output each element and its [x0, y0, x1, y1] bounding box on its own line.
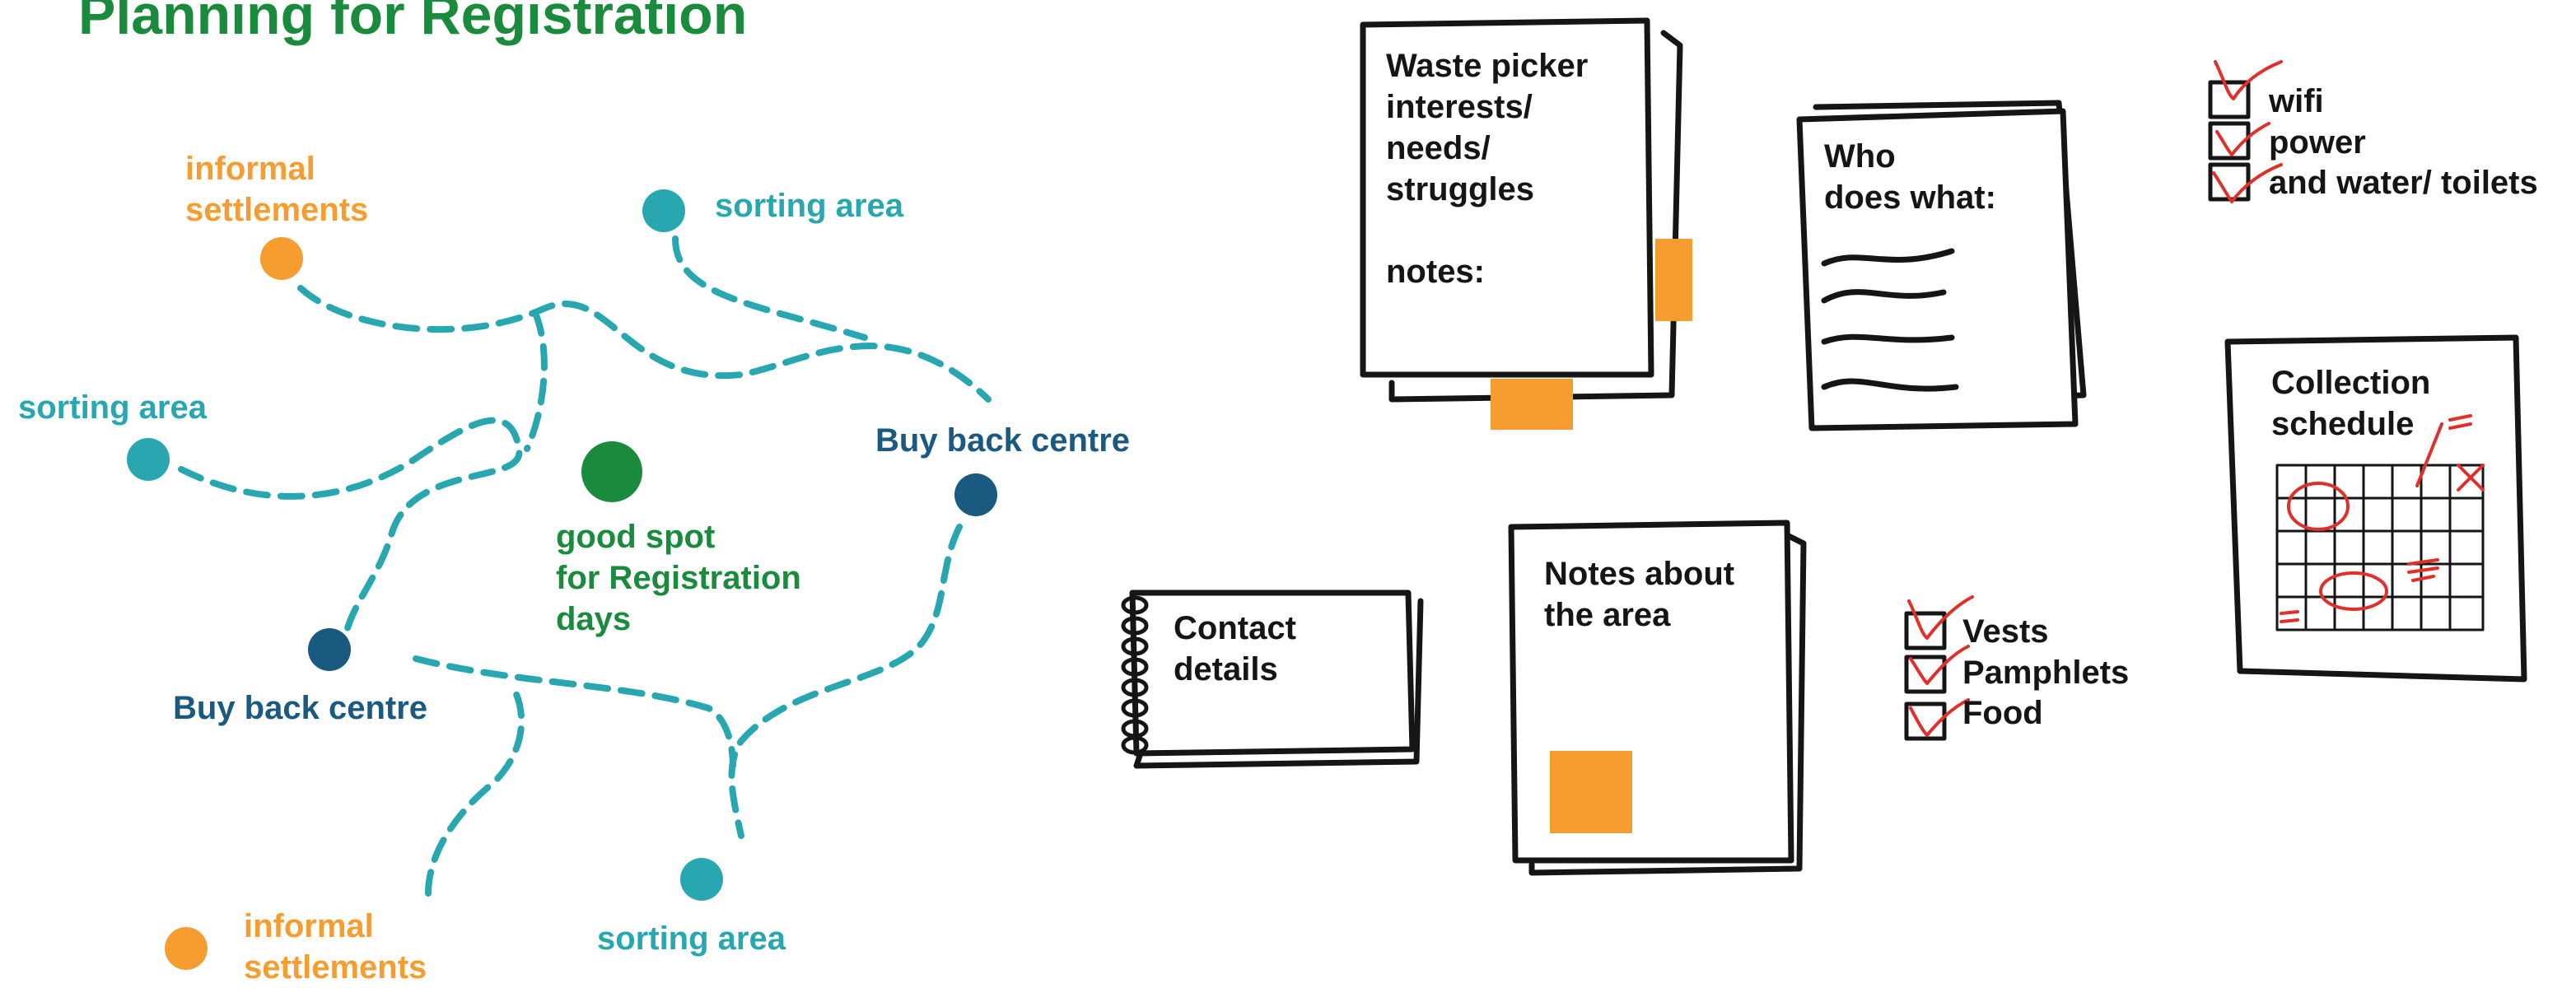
route-center-branch	[524, 310, 548, 452]
page-title: Planning for Registration	[78, 0, 748, 46]
check-mark-icon	[1907, 595, 1974, 640]
orange-tab-icon	[1655, 239, 1692, 321]
who-does-what-notebook-icon	[1796, 100, 2087, 431]
orange-tab-icon	[1491, 379, 1573, 430]
scribble-mark-icon	[2415, 414, 2472, 487]
good-spot-dot	[581, 441, 642, 502]
checklist-item-water-toilets: and water/ toilets	[2269, 165, 2538, 201]
route-sorting-top	[672, 235, 868, 341]
buy-back-centre-dot	[308, 628, 351, 671]
buy-back-centre-label: Buy back centre	[875, 422, 1131, 459]
sorting-area-dot	[642, 189, 685, 232]
x-mark-icon	[2457, 464, 2485, 492]
buy-back-centre-dot	[954, 473, 997, 516]
sorting-area-label: sorting area	[715, 188, 903, 224]
circle-mark-icon	[2287, 482, 2350, 531]
checklist-item-food: Food	[1962, 695, 2043, 731]
route-buyback-right	[728, 524, 963, 839]
scribble-mark-icon	[2280, 610, 2299, 623]
collection-schedule-card-title: Collection schedule	[2271, 365, 2431, 442]
sorting-area-label: sorting area	[597, 920, 786, 957]
informal-settlements-label: informal settlements	[185, 151, 369, 228]
informal-settlements-dot	[260, 237, 303, 280]
informal-settlements-dot	[165, 927, 208, 970]
good-spot-label: good spot for Registration days	[556, 519, 801, 637]
checklist-item-power: power	[2269, 124, 2366, 161]
circle-mark-icon	[2319, 571, 2388, 611]
sorting-area-dot	[127, 438, 170, 481]
route-settlement-bottom	[425, 680, 525, 897]
contact-details-notebook-icon	[1121, 590, 1424, 769]
waste-picker-notes-label: notes:	[1386, 254, 1485, 290]
check-mark-icon	[1909, 645, 1970, 685]
route-buyback-left	[413, 655, 736, 769]
waste-picker-card-title: Waste picker interests/ needs/ struggles	[1386, 48, 1589, 207]
contact-details-card-title: Contact details	[1174, 610, 1296, 687]
checklist-item-pamphlets: Pamphlets	[1962, 655, 2130, 691]
check-mark-icon	[1909, 698, 1970, 737]
route-sorting-left	[178, 417, 523, 637]
check-mark-icon	[2212, 163, 2283, 203]
collection-schedule-sheet-icon	[2224, 334, 2527, 683]
check-mark-icon	[2214, 60, 2283, 100]
checklist-item-vests: Vests	[1962, 613, 2049, 650]
notes-area-card-title: Notes about the area	[1544, 556, 1735, 633]
buy-back-centre-label: Buy back centre	[173, 690, 428, 726]
sorting-area-dot	[680, 858, 723, 901]
checklist-supplies-boxes	[1904, 611, 1947, 741]
who-does-what-card-title: Who does what:	[1824, 138, 1996, 216]
waste-picker-notebook-icon	[1360, 17, 1683, 403]
checklist-item-wifi: wifi	[2269, 83, 2324, 119]
scribble-mark-icon	[2407, 558, 2439, 582]
orange-sticker-icon	[1550, 751, 1632, 833]
route-settlement-to-buyback	[297, 285, 992, 403]
sorting-area-label: sorting area	[18, 389, 207, 426]
check-mark-icon	[2215, 122, 2270, 156]
